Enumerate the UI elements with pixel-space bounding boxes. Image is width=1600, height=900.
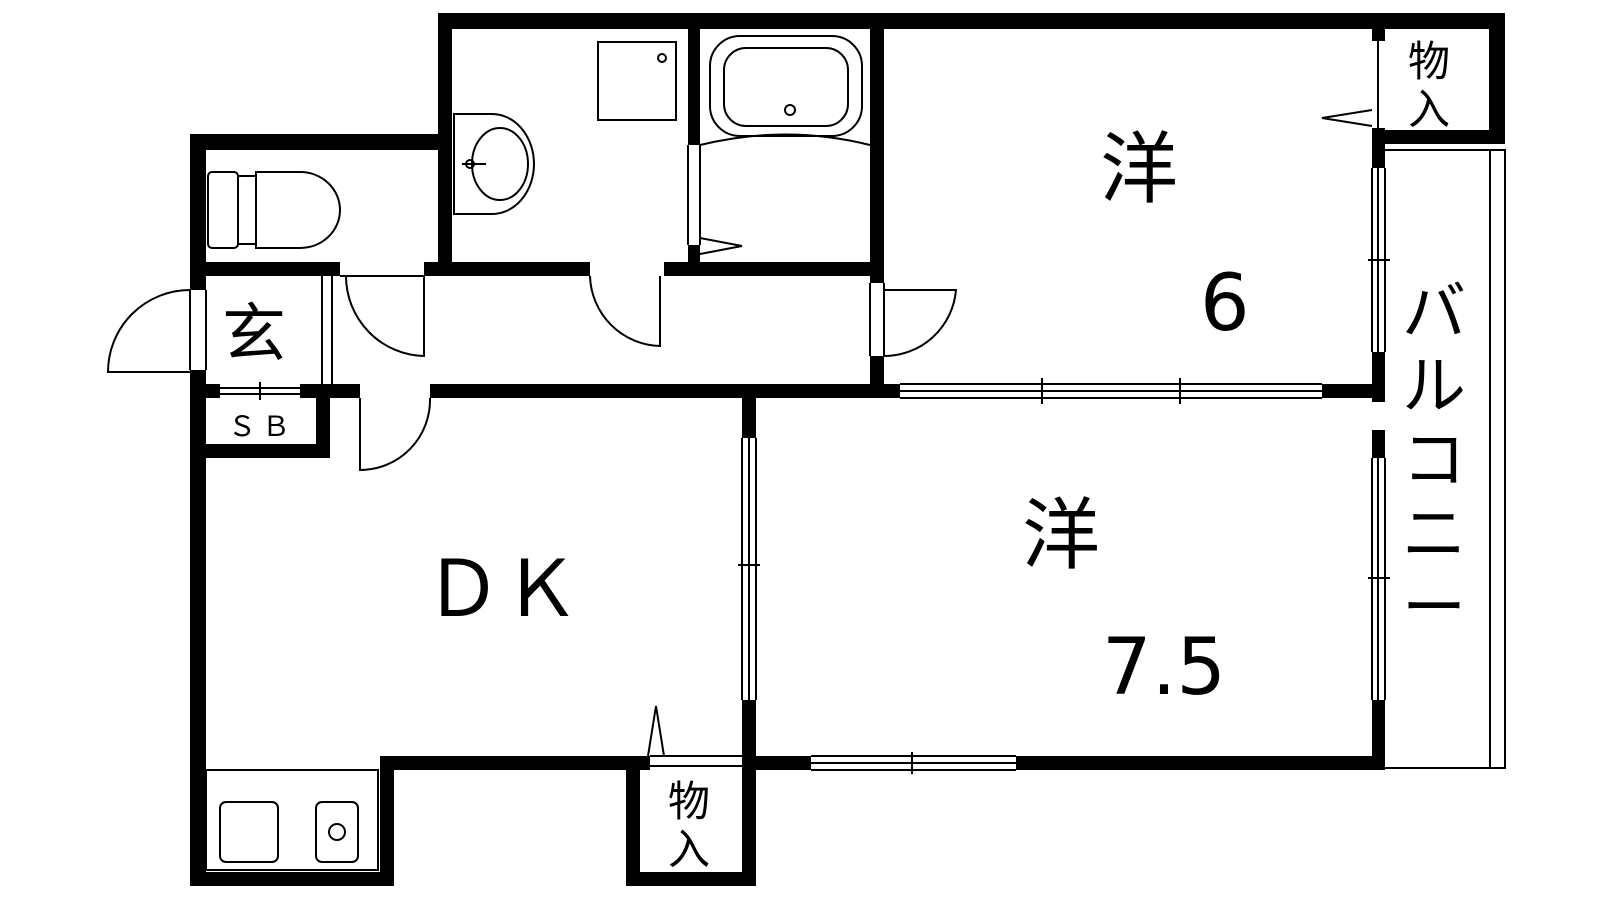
thin-elements bbox=[106, 35, 1506, 871]
entrance-label: 玄 bbox=[222, 298, 286, 372]
balcony-char: ル bbox=[1402, 350, 1466, 424]
balcony-char: ー bbox=[1402, 572, 1466, 646]
room-7-5-label: 洋 bbox=[1022, 491, 1100, 581]
balcony-char: バ bbox=[1402, 276, 1466, 350]
walls bbox=[190, 13, 1505, 886]
storage-top-line2: 入 bbox=[1408, 85, 1450, 134]
storage-bottom-line1: 物 bbox=[668, 777, 710, 826]
room-7-5-size: 7.5 bbox=[1102, 623, 1226, 713]
storage-bottom-line2: 入 bbox=[668, 825, 710, 874]
balcony-char: コ bbox=[1402, 424, 1466, 498]
storage-top-line1: 物 bbox=[1408, 37, 1450, 86]
balcony-label: バ ル コ ニ ー bbox=[1402, 276, 1466, 646]
room-6-label: 洋 bbox=[1100, 125, 1178, 215]
room-6-size: 6 bbox=[1200, 259, 1250, 349]
shoe-box-label: ＳＢ bbox=[228, 410, 296, 443]
dk-label: ＤＫ bbox=[424, 545, 580, 635]
balcony-char: ニ bbox=[1402, 498, 1466, 572]
